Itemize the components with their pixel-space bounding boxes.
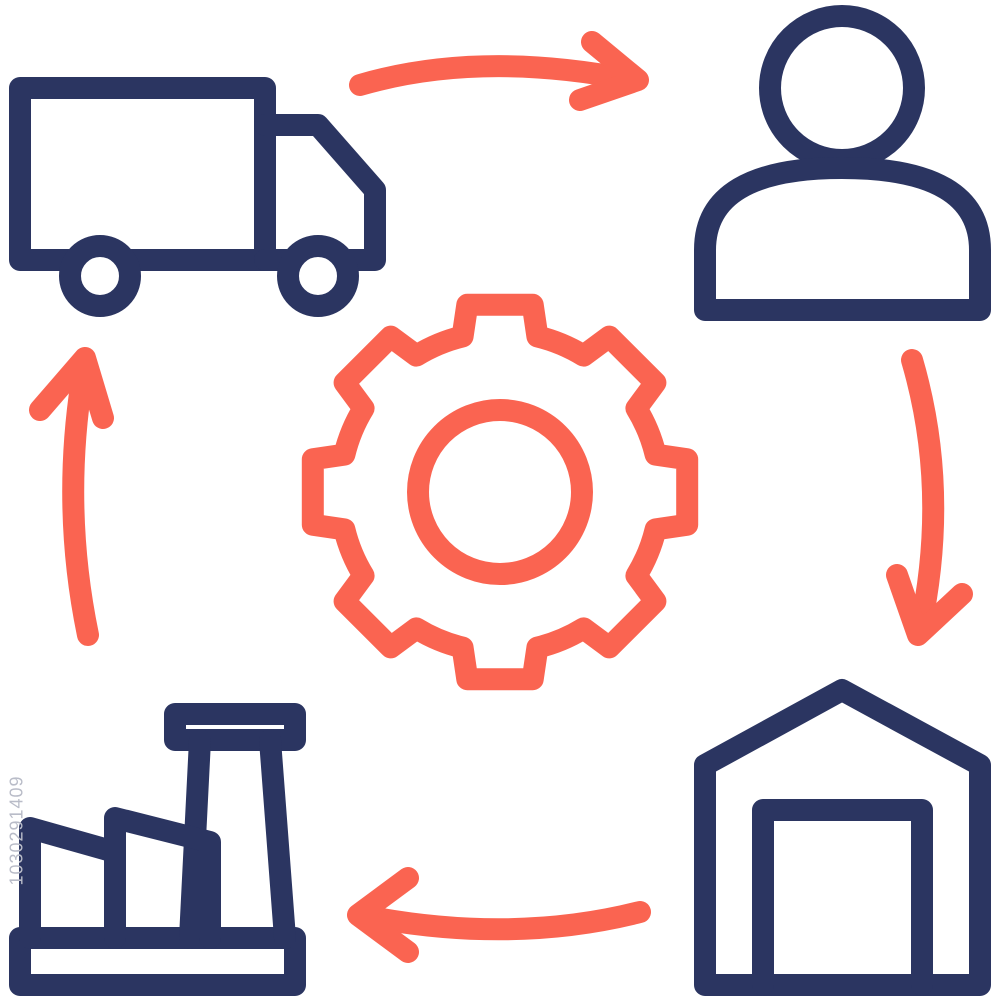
- warehouse-icon: [694, 679, 991, 996]
- truck-front-wheel: [277, 235, 359, 317]
- arrow-truck-to-person: [349, 31, 649, 111]
- arrow-warehouse-to-factory: [347, 867, 651, 963]
- arrow-person-to-warehouse: [886, 349, 973, 646]
- person-icon: [694, 5, 991, 321]
- gear-hub: [407, 399, 593, 585]
- gear-icon: [301, 293, 699, 691]
- stock-id-watermark: 1030291409: [6, 775, 27, 886]
- truck-icon: [9, 77, 386, 317]
- factory-icon: [9, 703, 306, 996]
- truck-rear-wheel: [59, 235, 141, 317]
- arrow-factory-to-truck: [29, 347, 114, 646]
